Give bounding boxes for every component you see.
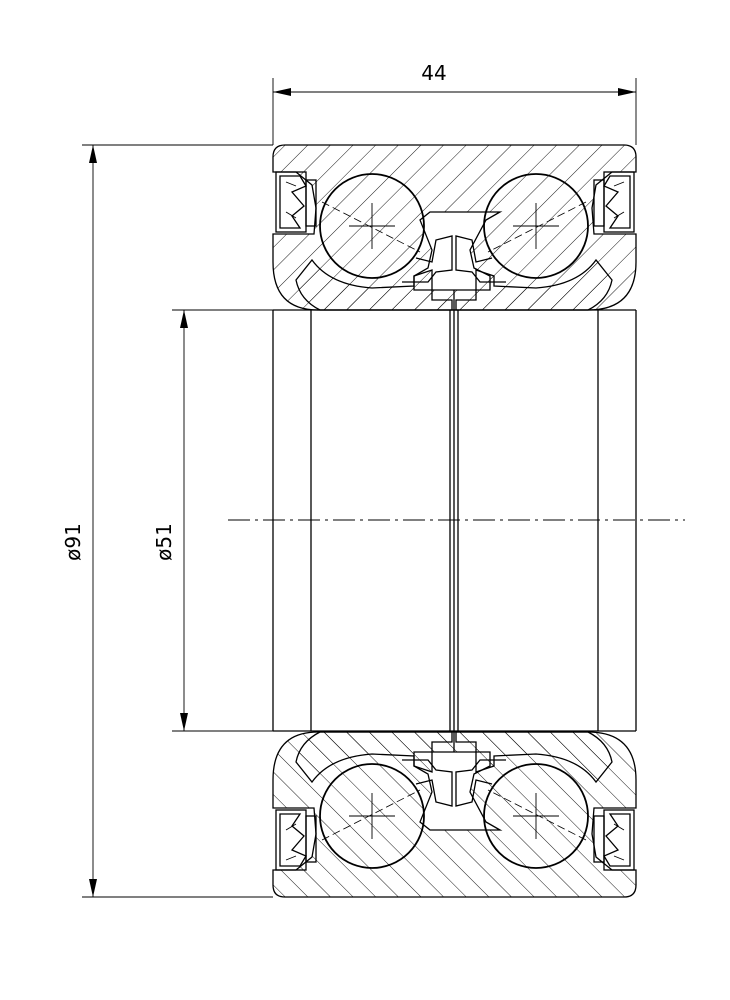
cage-bottom-left xyxy=(402,759,453,807)
arrow-right-icon xyxy=(618,88,636,96)
outer-diameter-label: ø91 xyxy=(61,523,85,561)
ball-bottom-left xyxy=(319,763,425,869)
ball-top-right xyxy=(483,173,589,279)
seal-bottom-right xyxy=(593,809,635,871)
inner-ring-top-right xyxy=(455,258,613,311)
seal-top-right xyxy=(593,171,635,233)
seal-top-left xyxy=(275,171,317,233)
ball-top-left xyxy=(319,173,425,279)
arrow-up-icon xyxy=(180,310,188,328)
seal-bottom-left xyxy=(275,809,317,871)
inner-diameter-dimension: ø51 xyxy=(152,309,310,732)
width-dimension: 44 xyxy=(272,61,637,145)
arrow-down-icon xyxy=(89,879,97,897)
cage-top-right xyxy=(455,235,506,283)
inner-ring-bottom-right xyxy=(455,731,613,784)
cage-bottom-right xyxy=(455,759,506,807)
arrow-down-icon xyxy=(180,713,188,731)
bottom-section xyxy=(272,731,637,898)
contact-line xyxy=(321,201,421,253)
top-section xyxy=(272,144,637,311)
cage-top-left xyxy=(402,235,453,283)
contact-line xyxy=(321,789,421,841)
bore-section xyxy=(228,309,685,732)
inner-diameter-label: ø51 xyxy=(152,523,176,561)
ball-bottom-right xyxy=(483,763,589,869)
outer-diameter-dimension: ø91 xyxy=(61,144,273,898)
arrow-up-icon xyxy=(89,145,97,163)
inner-ring-top-left xyxy=(295,258,453,311)
contact-line xyxy=(487,789,587,841)
inner-ring-bottom-left xyxy=(295,731,453,784)
arrow-left-icon xyxy=(273,88,291,96)
contact-line xyxy=(487,201,587,253)
width-label: 44 xyxy=(421,61,446,85)
